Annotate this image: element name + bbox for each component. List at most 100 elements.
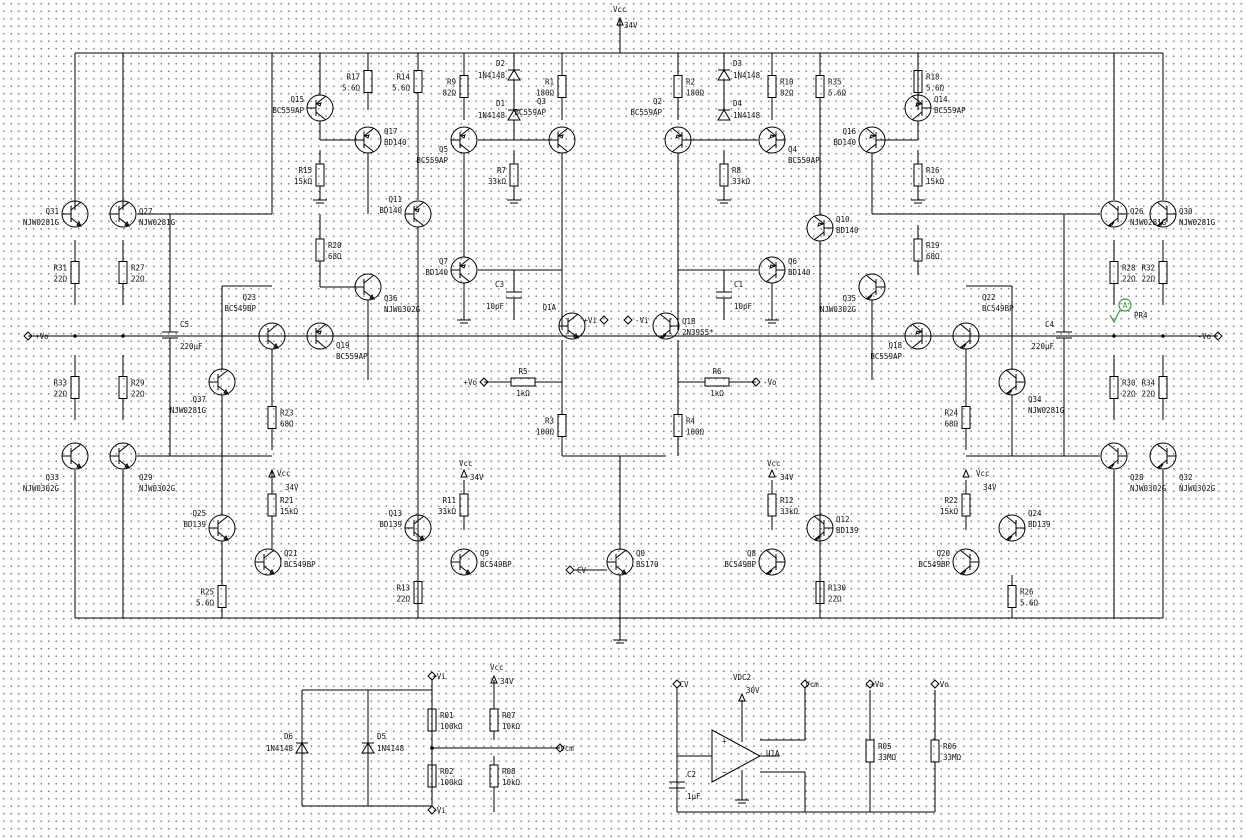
transistor-ref: Q23 bbox=[242, 293, 256, 302]
resistor-ref: R34 bbox=[1141, 379, 1155, 388]
port-label: -Vo bbox=[935, 680, 949, 689]
resistor-ref: R28 bbox=[1122, 264, 1136, 273]
capacitor-ref: C2 bbox=[687, 770, 696, 779]
transistor-ref: Q5 bbox=[439, 145, 448, 154]
vdc2-label: VDC2 bbox=[733, 673, 751, 682]
vcc-label: Vcc bbox=[767, 459, 781, 468]
diode-part: 1N4148 bbox=[478, 111, 506, 120]
transistor-ref: Q20 bbox=[936, 549, 950, 558]
vcc-label: Vcc bbox=[459, 459, 473, 468]
v34-label: 34V bbox=[780, 473, 794, 482]
transistor-ref: Q9 bbox=[480, 549, 489, 558]
resistor-ref: R7 bbox=[497, 166, 506, 175]
resistor-value: 33MΩ bbox=[943, 753, 962, 762]
resistor-value: 33kΩ bbox=[732, 177, 751, 186]
port-label: +Vi bbox=[432, 672, 446, 681]
resistor-ref: R13 bbox=[396, 584, 410, 593]
transistor-ref: Q26 bbox=[1130, 207, 1144, 216]
transistor-part: BC549BP bbox=[918, 560, 950, 569]
resistor-ref: R5 bbox=[518, 367, 527, 376]
resistor-ref: R130 bbox=[828, 584, 847, 593]
capacitor-value: 1μF bbox=[687, 792, 701, 801]
resistor-ref: R20 bbox=[328, 241, 342, 250]
capacitor-ref: C4 bbox=[1045, 320, 1055, 329]
transistor-ref: Q35 bbox=[842, 294, 856, 303]
diode-ref: D6 bbox=[284, 732, 294, 741]
port-minus-vo-bottom: -Vo bbox=[930, 679, 949, 689]
port-label: -Vi bbox=[432, 806, 446, 815]
v34-label: 34V bbox=[470, 473, 484, 482]
resistor-ref: R29 bbox=[131, 379, 145, 388]
v34-label: 34V bbox=[983, 483, 997, 492]
resistor-value: 5.6Ω bbox=[1020, 599, 1039, 608]
port-minus-vo-right: -Vo bbox=[1197, 331, 1223, 341]
resistor-value: 33MΩ bbox=[878, 753, 897, 762]
transistor-ref: Q24 bbox=[1028, 509, 1042, 518]
resistor-ref: R33 bbox=[53, 379, 67, 388]
transistor-ref: Q36 bbox=[384, 294, 398, 303]
transistor-ref: Q28 bbox=[1130, 473, 1144, 482]
resistor-ref: R21 bbox=[280, 496, 294, 505]
port-label: +Vo bbox=[35, 332, 49, 341]
capacitor-value: 10pF bbox=[734, 302, 753, 311]
resistor-value: 10kΩ bbox=[502, 722, 521, 731]
transistor-part: BD139 bbox=[1028, 520, 1051, 529]
resistor-r06: R06 33MΩ bbox=[930, 690, 962, 812]
port-minus-vi-bottom: -Vi bbox=[427, 805, 446, 815]
resistor-ref: R16 bbox=[926, 166, 940, 175]
resistor-ref: R12 bbox=[780, 496, 794, 505]
transistor-ref: Q18 bbox=[888, 341, 902, 350]
port-plus-vi-bottom: +Vi bbox=[427, 671, 446, 681]
transistor-part: NJW0281G bbox=[139, 218, 176, 227]
port-label: Vcm bbox=[560, 744, 574, 753]
resistor-ref: R24 bbox=[944, 409, 958, 418]
resistor-value: 5.6Ω bbox=[196, 599, 215, 608]
port-minus-vi-q1b: -Vi bbox=[623, 315, 649, 325]
resistor-value: 100Ω bbox=[686, 428, 705, 437]
diode-ref: D5 bbox=[377, 732, 386, 741]
resistor-ref: R22 bbox=[944, 496, 958, 505]
port-minus-vo-r6: -Vo bbox=[751, 377, 777, 387]
transistor-part: NJW0302G bbox=[23, 484, 60, 493]
transistor-part: BD139 bbox=[836, 526, 859, 535]
transistor-ref: Q14 bbox=[934, 95, 948, 104]
transistor-ref: Q10 bbox=[836, 215, 850, 224]
resistor-ref: R06 bbox=[943, 742, 957, 751]
resistor-value: 15kΩ bbox=[926, 177, 945, 186]
transistor-part: BC559AP bbox=[336, 352, 368, 361]
diode-ref: D1 bbox=[496, 99, 505, 108]
diode-part: 1N4148 bbox=[733, 71, 761, 80]
resistor-value: 68Ω bbox=[280, 420, 294, 429]
resistor-ref: R23 bbox=[280, 409, 294, 418]
resistor-value: 22Ω bbox=[1122, 275, 1136, 284]
resistor-value: 22Ω bbox=[396, 595, 410, 604]
port-cv-q0: CV bbox=[565, 565, 587, 575]
